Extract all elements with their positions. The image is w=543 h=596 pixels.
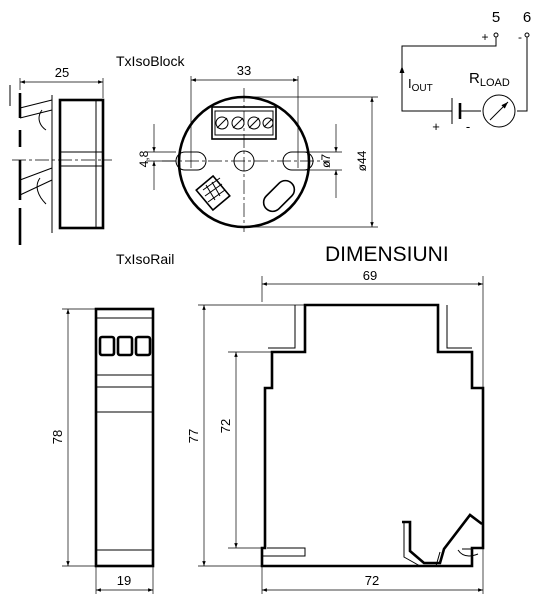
- block-hole-diameter-dim: ø7: [319, 154, 333, 168]
- din-rail-clip: [402, 513, 483, 567]
- rail-side-inner-height-dim: 72: [218, 419, 233, 433]
- rail-title: TxIsoRail: [116, 251, 174, 267]
- rail-front-view: 78 19: [50, 307, 155, 594]
- terminal-5-sign: +: [481, 30, 488, 44]
- wiring-diagram: 5 6 + - IOUT + - RLOAD: [399, 9, 531, 134]
- terminal-6-sign: -: [518, 30, 522, 44]
- rail-terminal-blocks: [98, 335, 152, 357]
- rail-side-view: 69 77 72 72: [186, 268, 485, 594]
- block-side-view: 25: [9, 65, 112, 245]
- rail-front-height-dim: 78: [50, 430, 65, 444]
- supply-plus-sign: +: [432, 119, 440, 134]
- load-label-main: R: [469, 70, 480, 87]
- ammeter-load-symbol: [482, 94, 516, 128]
- rail-side-total-height-dim: 77: [186, 429, 201, 443]
- current-label-sub: OUT: [412, 83, 433, 94]
- block-hole-offset-dim: 4,8: [137, 150, 151, 167]
- block-body-diameter-dim: ø44: [355, 150, 369, 171]
- block-title: TxIsoBlock: [116, 53, 185, 69]
- supply-minus-sign: -: [466, 119, 470, 134]
- current-label-main: I: [408, 76, 412, 91]
- terminal-5-number: 5: [492, 9, 500, 26]
- load-label: RLOAD: [469, 70, 510, 89]
- current-label: IOUT: [408, 76, 433, 94]
- dimensions-heading: DIMENSIUNI: [325, 243, 449, 266]
- load-label-sub: LOAD: [480, 77, 510, 89]
- rail-front-width-dim: 19: [117, 573, 131, 588]
- terminal-6-number: 6: [523, 9, 531, 26]
- block-front-view: 33 4,8 ø7 ø44: [137, 63, 378, 232]
- block-front-width-dim: 33: [237, 63, 251, 78]
- block-side-width-dim: 25: [55, 65, 69, 80]
- power-supply-symbol: [451, 98, 462, 124]
- terminal-screws: [215, 116, 274, 130]
- rail-side-bottom-width-dim: 72: [365, 573, 379, 588]
- rail-side-top-width-dim: 69: [363, 268, 377, 283]
